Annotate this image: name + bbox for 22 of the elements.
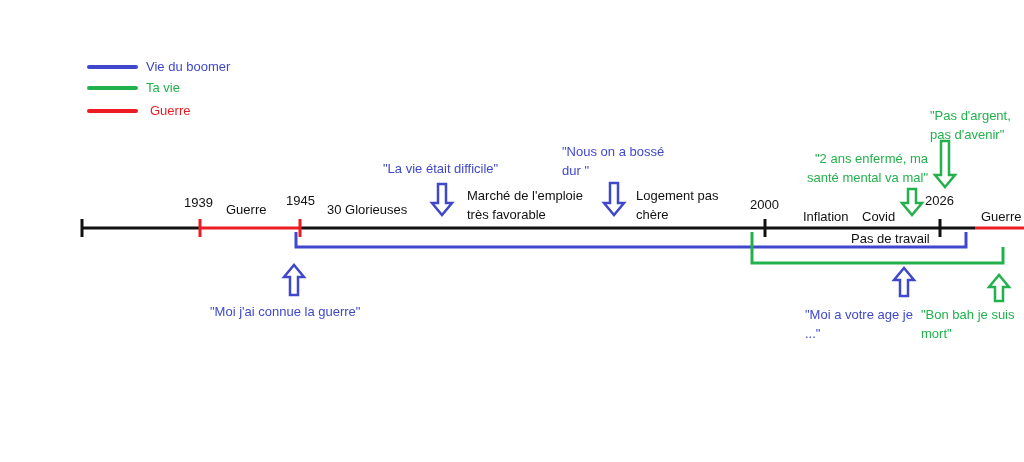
year-label: 1945 (286, 192, 315, 210)
quote-text: "La vie était difficile" (383, 160, 499, 178)
event-label: Pas de travail (851, 230, 930, 248)
quote-text: "Pas d'argent, pas d'avenir" (930, 107, 1012, 144)
legend-label: Vie du boomer (146, 58, 231, 76)
year-label: 1939 (184, 194, 213, 212)
quote-text: "Bon bah je suis mort" (921, 306, 1016, 343)
event-label: Inflation (803, 208, 849, 226)
period-label: Marché de l'emploie très favorable (467, 187, 584, 224)
legend-label: Ta vie (146, 79, 180, 97)
quote-text: "Moi a votre age je ..." (805, 306, 914, 343)
period-label: Logement pas chère (636, 187, 720, 224)
period-label: Guerre (226, 201, 267, 219)
legend-label: Guerre (150, 102, 191, 120)
quote-text: "2 ans enfermé, ma santé mental va mal" (806, 150, 928, 187)
period-label: Guerre (981, 208, 1022, 226)
quote-text: "Moi j'ai connue la guerre" (210, 303, 361, 321)
quote-text: "Nous on a bossé dur " (562, 143, 666, 180)
event-label: Covid (862, 208, 896, 226)
year-label: 2026 (925, 192, 954, 210)
year-label: 2000 (750, 196, 779, 214)
period-label: 30 Glorieuses (327, 201, 408, 219)
